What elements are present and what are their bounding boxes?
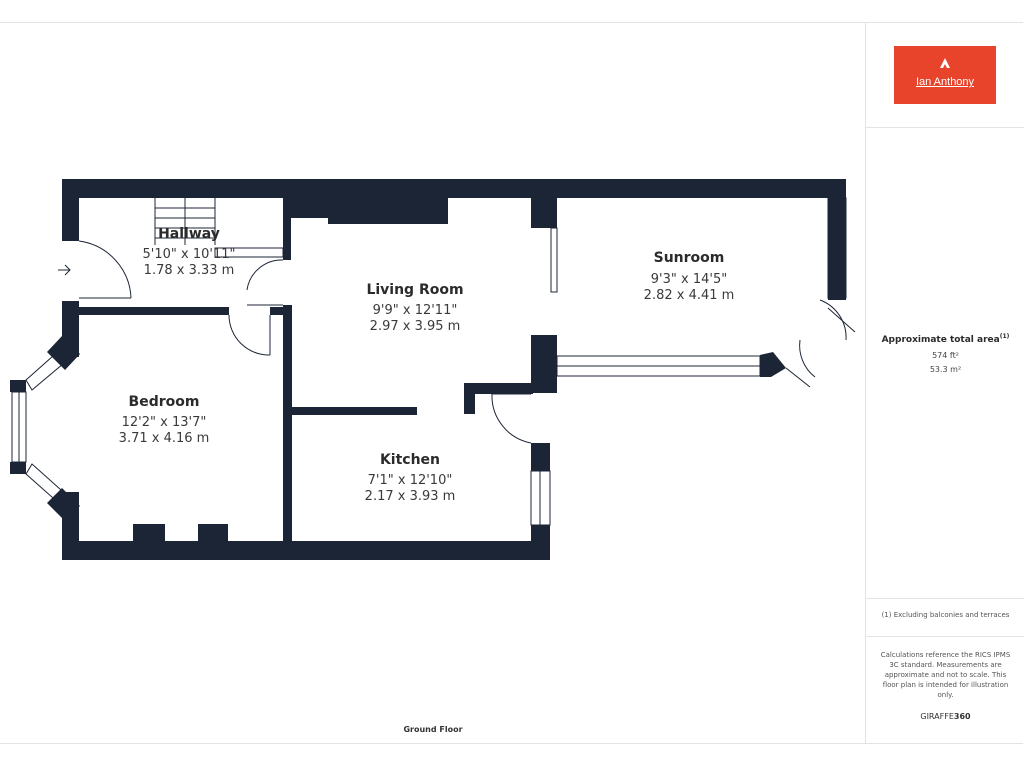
- room-imperial-kitchen: 7'1" x 12'10": [368, 473, 453, 488]
- giraffe360-brand: GIRAFFE360: [920, 712, 971, 721]
- room-imperial-living-room: 9'9" x 12'11": [373, 303, 458, 318]
- entry-arrow-icon: [58, 264, 71, 276]
- room-labels: Hallway 5'10" x 10'11" 1.78 x 3.33 m Liv…: [119, 226, 735, 504]
- total-area-sqft: 574 ft²: [932, 351, 959, 360]
- logo-mark-icon: [940, 58, 950, 68]
- door-swings: [78, 240, 856, 444]
- logo-text: Ian Anthony: [915, 76, 975, 88]
- room-imperial-bedroom: 12'2" x 13'7": [122, 415, 207, 430]
- room-name-kitchen: Kitchen: [380, 452, 440, 468]
- room-name-living-room: Living Room: [366, 282, 463, 298]
- sidebar-divider: [866, 636, 1024, 637]
- area-footnote: (1) Excluding balconies and terraces: [881, 611, 1010, 619]
- sidebar-divider: [866, 598, 1024, 599]
- room-imperial-hallway: 5'10" x 10'11": [143, 247, 236, 262]
- room-metric-kitchen: 2.17 x 3.93 m: [365, 489, 456, 504]
- brand-logo: Ian Anthony: [894, 46, 996, 104]
- room-metric-sunroom: 2.82 x 4.41 m: [644, 288, 735, 303]
- room-name-sunroom: Sunroom: [654, 250, 725, 266]
- room-name-bedroom: Bedroom: [129, 394, 200, 410]
- total-area-title: Approximate total area(1): [881, 333, 1010, 345]
- windows: [11, 197, 847, 526]
- room-metric-hallway: 1.78 x 3.33 m: [144, 263, 235, 278]
- total-area-sqm: 53.3 m²: [929, 365, 962, 374]
- sidebar-divider: [866, 127, 1024, 128]
- room-imperial-sunroom: 9'3" x 14'5": [651, 272, 727, 287]
- room-metric-bedroom: 3.71 x 4.16 m: [119, 431, 210, 446]
- plan-frame: [0, 22, 1023, 744]
- staircase: [154, 198, 284, 258]
- info-sidebar: Ian Anthony Approximate total area(1) 57…: [865, 22, 1024, 744]
- walls: [10, 179, 846, 560]
- room-metric-living-room: 2.97 x 3.95 m: [370, 319, 461, 334]
- room-name-hallway: Hallway: [158, 226, 220, 242]
- floor-label: Ground Floor: [403, 725, 463, 734]
- calculation-note: Calculations reference the RICS IPMS 3C …: [880, 651, 1011, 699]
